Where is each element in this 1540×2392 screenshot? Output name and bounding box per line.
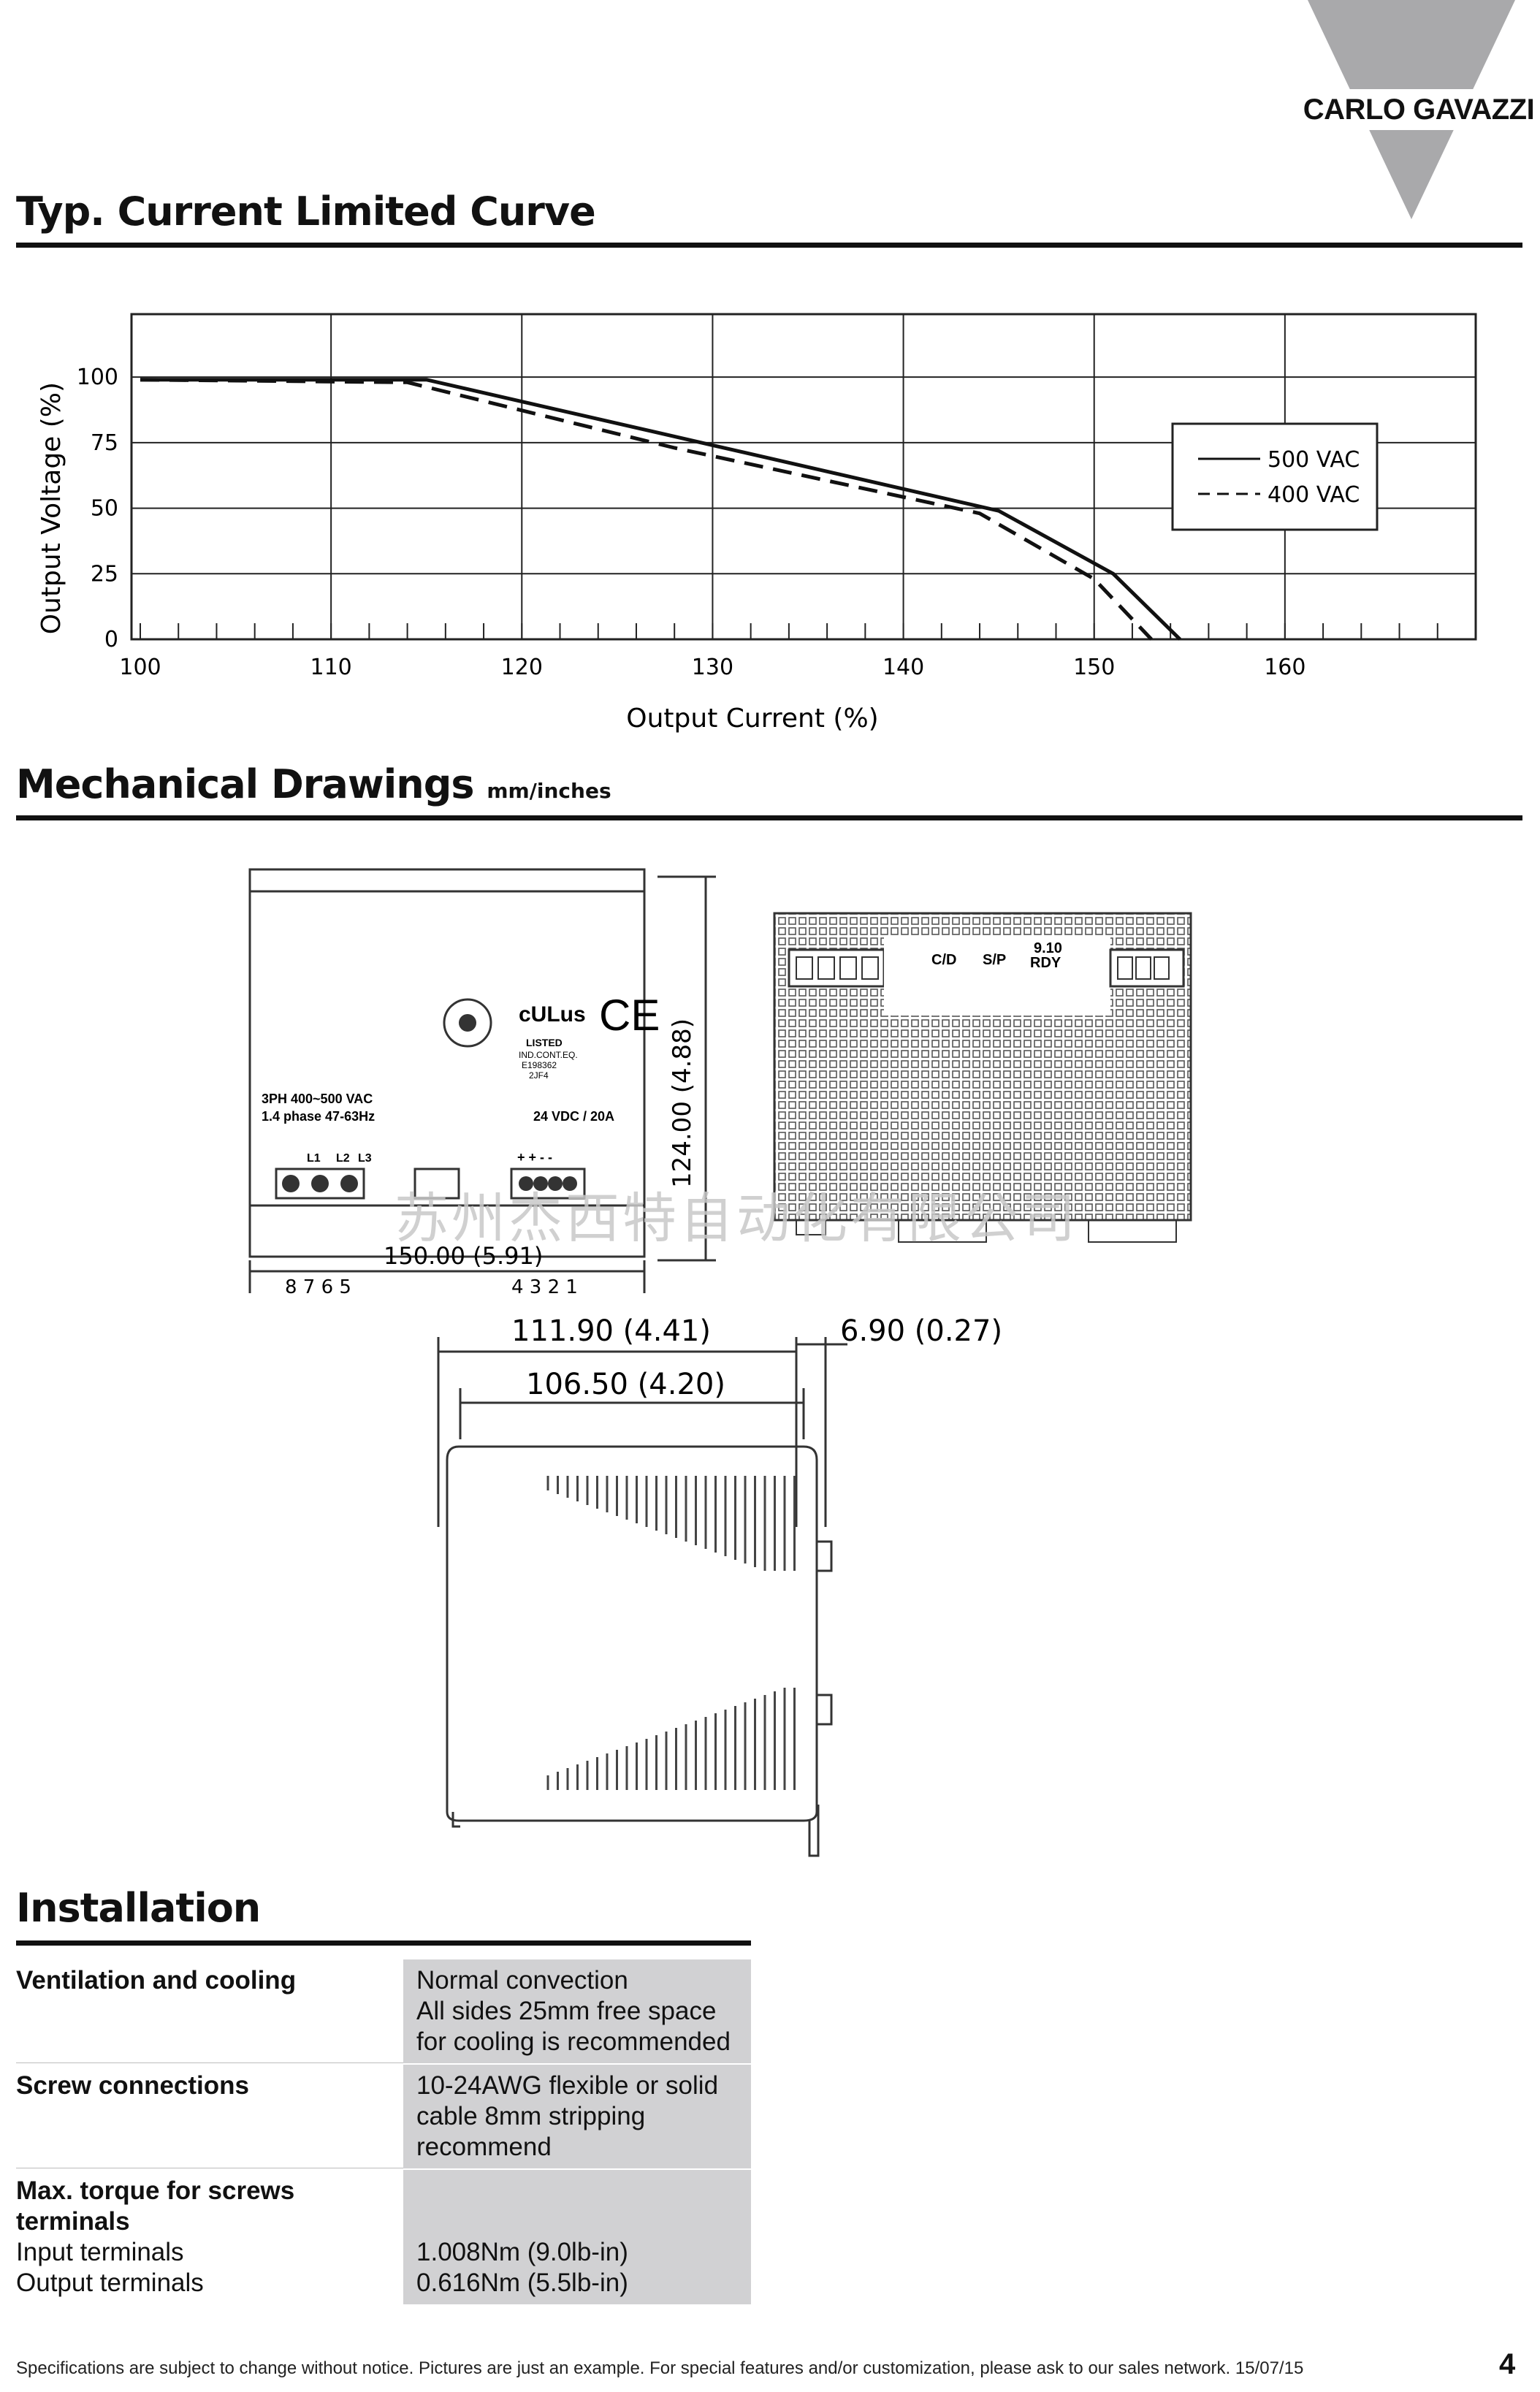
x-tick-label: 120 bbox=[501, 655, 543, 680]
dim-width: 150.00 (5.91) bbox=[384, 1242, 543, 1270]
installation-value: 10-24AWG flexible or solid cable 8mm str… bbox=[403, 2064, 751, 2169]
label-pins: 9.10 bbox=[1034, 940, 1062, 956]
drawings-units: mm/inches bbox=[487, 779, 611, 803]
installation-key-text: Screw connections bbox=[16, 2071, 249, 2100]
installation-row-screw: Screw connections 10-24AWG flexible or s… bbox=[16, 2064, 751, 2169]
installation-title: Installation bbox=[16, 1885, 261, 1931]
ul-mark: cULus bbox=[519, 1002, 586, 1026]
dim-height: 124.00 (4.88) bbox=[668, 1018, 697, 1188]
legend-box bbox=[1171, 422, 1379, 531]
plus-minus: + + - - bbox=[517, 1150, 552, 1165]
y-tick-label: 75 bbox=[91, 430, 118, 456]
installation-value: 1.008Nm (9.0lb-in) 0.616Nm (5.5lb-in) bbox=[403, 2169, 751, 2305]
installation-value: Normal convection All sides 25mm free sp… bbox=[403, 1959, 751, 2064]
legend-label: 500 VAC bbox=[1268, 447, 1360, 473]
installation-table: Ventilation and cooling Normal convectio… bbox=[16, 1959, 751, 2306]
x-axis-label: Output Current (%) bbox=[626, 704, 878, 734]
x-tick-label: 160 bbox=[1264, 655, 1305, 680]
installation-key-text: Ventilation and cooling bbox=[16, 1966, 297, 1995]
installation-row-torque: Max. torque for screws terminals Input t… bbox=[16, 2169, 751, 2305]
drawings-title-rule bbox=[16, 815, 1522, 820]
dim-body: 106.50 (4.20) bbox=[526, 1368, 725, 1401]
y-axis-label: Output Voltage (%) bbox=[37, 382, 66, 634]
chart-frame bbox=[130, 313, 1477, 641]
series-line-0 bbox=[140, 378, 1181, 641]
installation-subkey: Output terminals bbox=[16, 2269, 204, 2297]
pins-left: 8 7 6 5 bbox=[285, 1276, 351, 1298]
dim-total: 111.90 (4.41) bbox=[511, 1314, 711, 1348]
listed-3: E198362 bbox=[522, 1060, 557, 1070]
y-tick-label: 0 bbox=[104, 627, 118, 652]
input-label-1: 3PH 400~500 VAC bbox=[262, 1092, 373, 1106]
y-tick-label: 100 bbox=[77, 365, 118, 390]
pins-right: 4 3 2 1 bbox=[511, 1276, 578, 1298]
x-tick-label: 140 bbox=[883, 655, 924, 680]
installation-key: Ventilation and cooling bbox=[16, 1959, 403, 2064]
installation-row-ventilation: Ventilation and cooling Normal convectio… bbox=[16, 1959, 751, 2064]
page-number: 4 bbox=[1499, 2348, 1516, 2380]
legend-label: 400 VAC bbox=[1268, 482, 1360, 508]
label-sp: S/P bbox=[983, 952, 1006, 968]
installation-key: Screw connections bbox=[16, 2064, 403, 2169]
label-rdy: RDY bbox=[1030, 955, 1061, 971]
installation-title-rule bbox=[16, 1940, 751, 1946]
watermark-text: 苏州杰西特自动化有限公司 bbox=[394, 1187, 1078, 1250]
terminal-l2: L2 bbox=[336, 1152, 350, 1165]
label-cd: C/D bbox=[931, 952, 956, 968]
listed-1: LISTED bbox=[526, 1037, 563, 1048]
listed-2: IND.CONT.EQ. bbox=[519, 1050, 578, 1060]
curve-title-rule bbox=[16, 243, 1522, 248]
x-tick-label: 100 bbox=[119, 655, 161, 680]
installation-key-text: Max. torque for screws terminals bbox=[16, 2176, 295, 2236]
series-line-1 bbox=[140, 378, 1153, 641]
terminal-l3: L3 bbox=[358, 1152, 372, 1165]
x-tick-label: 110 bbox=[310, 655, 352, 680]
side-view-drawing: 111.90 (4.41) 6.90 (0.27) 106.50 (4.20) bbox=[437, 1314, 1002, 1857]
front-view-drawing: cULus CE LISTED IND.CONT.EQ. E198362 2JF… bbox=[248, 868, 716, 1298]
installation-key: Max. torque for screws terminals Input t… bbox=[16, 2169, 403, 2305]
terminal-l1: L1 bbox=[307, 1152, 321, 1165]
x-tick-label: 130 bbox=[692, 655, 733, 680]
listed-4: 2JF4 bbox=[529, 1070, 549, 1081]
footer-disclaimer: Specifications are subject to change wit… bbox=[16, 2358, 1304, 2378]
brand-name: CARLO GAVAZZI bbox=[1302, 89, 1536, 130]
drawings-title: Mechanical Drawings mm/inches bbox=[16, 761, 611, 807]
input-label-2: 1.4 phase 47-63Hz bbox=[262, 1109, 375, 1124]
ce-mark: CE bbox=[599, 991, 660, 1040]
y-tick-label: 25 bbox=[91, 561, 118, 587]
curve-title: Typ. Current Limited Curve bbox=[16, 188, 596, 235]
dim-rail: 6.90 (0.27) bbox=[840, 1314, 1002, 1348]
top-view-drawing: C/D S/P 9.10 RDY bbox=[773, 912, 1192, 1243]
output-label: 24 VDC / 20A bbox=[533, 1109, 614, 1124]
x-tick-label: 150 bbox=[1073, 655, 1115, 680]
drawings-title-text: Mechanical Drawings bbox=[16, 761, 474, 807]
installation-subkey: Input terminals bbox=[16, 2238, 184, 2266]
y-tick-label: 50 bbox=[91, 496, 118, 522]
